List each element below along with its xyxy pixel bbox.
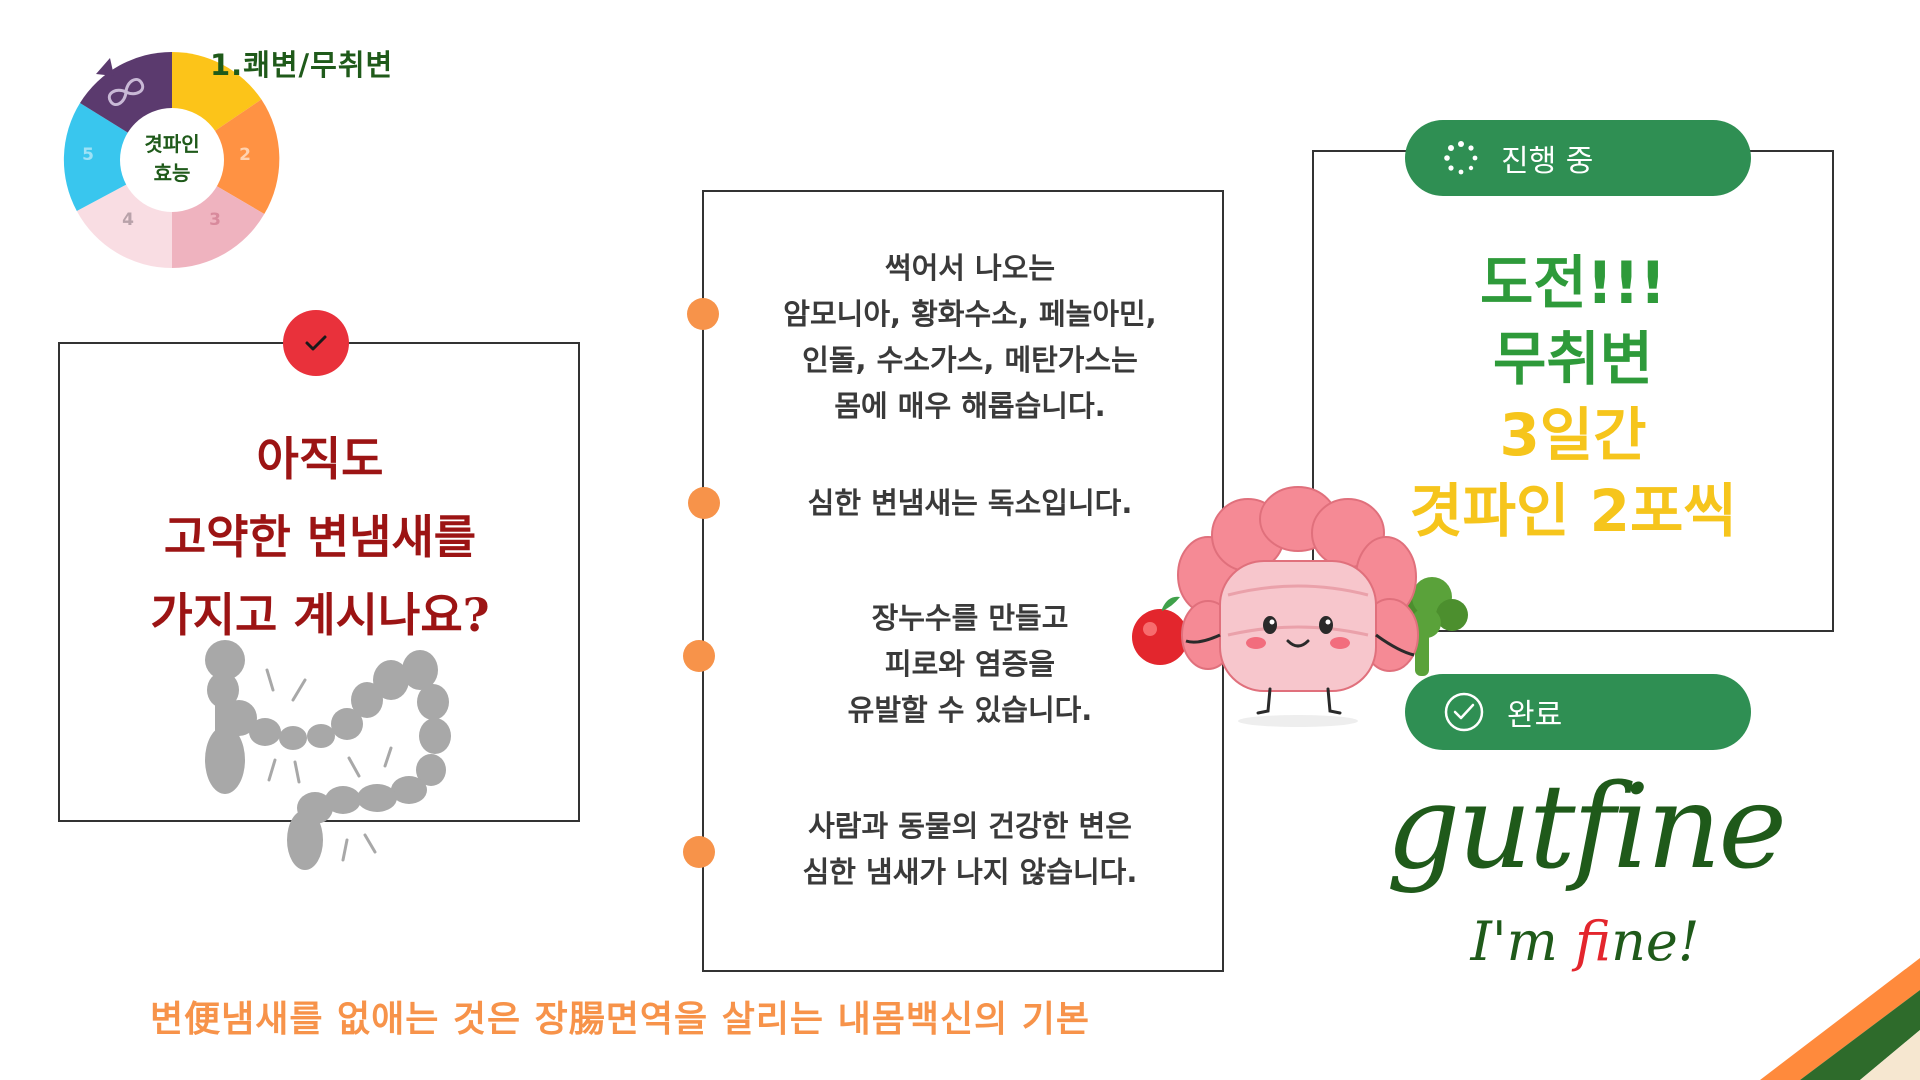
check-circle-icon: [1444, 692, 1484, 732]
question-text: 아직도 고약한 변냄새를 가지고 계시나요?: [80, 420, 560, 654]
bullet-dot: [683, 640, 715, 672]
wheel-segment-5: [63, 103, 172, 211]
corner-decoration: [1760, 958, 1920, 1080]
info-paragraph-4: 사람과 동물의 건강한 변은 심한 냄새가 나지 않습니다.: [720, 803, 1220, 895]
bullet-dot: [687, 298, 719, 330]
challenge-line-4: 겻파인 2포씩: [1409, 477, 1737, 545]
info-line: 사람과 동물의 건강한 변은: [808, 809, 1132, 843]
wheel-label-5: 5: [82, 145, 94, 165]
info-line: 유발할 수 있습니다.: [847, 693, 1093, 727]
infinity-icon: [107, 78, 145, 106]
challenge-line-3: 3일간: [1499, 401, 1647, 469]
info-line: 장누수를 만들고: [871, 601, 1069, 635]
info-line: 몸에 매우 해롭습니다.: [834, 389, 1106, 423]
challenge-line-2: 무취변: [1492, 325, 1654, 393]
info-paragraph-1: 썩어서 나오는 암모니아, 황화수소, 페놀아민, 인돌, 수소가스, 메탄가스…: [720, 245, 1220, 429]
gray-intestine-icon: [205, 640, 451, 870]
info-line: 썩어서 나오는: [884, 251, 1056, 285]
brand-slogan: I'm fine!: [1410, 915, 1760, 969]
question-line-1: 아직도: [256, 432, 384, 486]
info-line: 심한 변냄새는 독소입니다.: [807, 486, 1133, 520]
section-title: 1.쾌변/무취변: [210, 48, 394, 82]
status-in-progress-badge: 진행 중: [1405, 120, 1751, 196]
slogan-highlight: f: [1575, 910, 1612, 973]
wheel-label-3: 3: [209, 210, 221, 230]
check-icon: [305, 335, 327, 351]
info-line: 피로와 염증을: [884, 647, 1056, 681]
benefit-wheel: 겻파인 효능 2 3 4 5: [63, 51, 280, 268]
slogan-part-2: ine!: [1611, 910, 1700, 973]
status-done-label: 완료: [1507, 698, 1563, 733]
wheel-label-2: 2: [239, 145, 251, 165]
info-line: 인돌, 수소가스, 메탄가스는: [802, 343, 1138, 377]
brand-logo: gutfine: [1386, 760, 1787, 895]
slogan-part-1: I'm: [1470, 910, 1576, 973]
question-line-3: 가지고 계시나요?: [150, 588, 490, 642]
info-line: 암모니아, 황화수소, 페놀아민,: [783, 297, 1157, 331]
bullet-dot: [683, 836, 715, 868]
info-line: 심한 냄새가 나지 않습니다.: [802, 855, 1138, 889]
question-line-2: 고약한 변냄새를: [163, 510, 477, 564]
loading-icon: [1444, 141, 1478, 175]
gut-mascot-icon: [1132, 486, 1468, 727]
info-card: [702, 190, 1224, 972]
status-in-progress-label: 진행 중: [1501, 144, 1594, 179]
status-done-badge: 완료: [1405, 674, 1751, 750]
wheel-center-line2: 효능: [154, 161, 191, 185]
info-paragraph-2: 심한 변냄새는 독소입니다.: [720, 480, 1220, 526]
wheel-segment-2: [172, 99, 280, 214]
wheel-label-4: 4: [122, 210, 134, 230]
challenge-text: 도전!!! 무취변 3일간 겻파인 2포씩: [1312, 245, 1834, 549]
challenge-line-1: 도전!!!: [1479, 249, 1667, 317]
bottom-banner: 변便냄새를 없애는 것은 장腸면역을 살리는 내몸백신의 기본: [150, 999, 1090, 1040]
check-badge: [283, 310, 349, 376]
info-paragraph-3: 장누수를 만들고 피로와 염증을 유발할 수 있습니다.: [720, 595, 1220, 733]
bullet-dot: [688, 487, 720, 519]
wheel-center-line1: 겻파인: [144, 132, 199, 156]
